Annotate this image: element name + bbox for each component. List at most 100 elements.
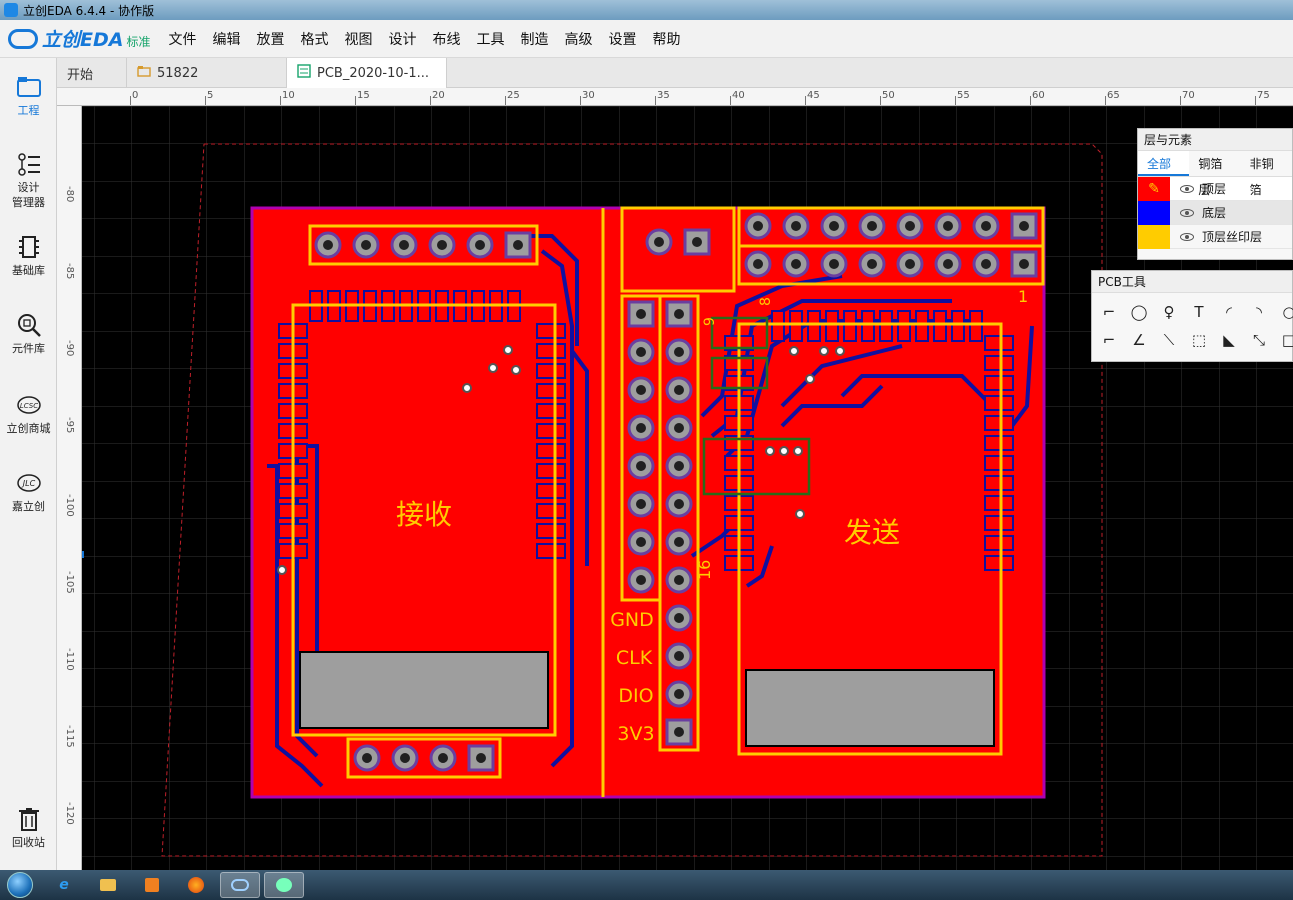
ruler-tick-label: -100: [64, 494, 75, 517]
pad-hole: [674, 613, 684, 623]
arc2-icon[interactable]: ◝: [1256, 303, 1262, 321]
layers-panel: 层与元素 全部层 铜箔层 非铜箔 ✎ 顶层 底层 顶层丝印层: [1137, 128, 1293, 260]
sidebar-item-recycle-bin[interactable]: 回收站: [0, 806, 57, 850]
menu-route[interactable]: 布线: [432, 31, 461, 48]
taskbar-eda[interactable]: [220, 872, 260, 898]
pcb-drawing[interactable]: 接收 发送 GND CLK DIO 3V3 16 1 9 8: [82, 106, 1293, 870]
sidebar-item-jlc[interactable]: JLC 嘉立创: [0, 470, 57, 514]
circle-icon[interactable]: ○: [1282, 303, 1293, 321]
svg-text:JLC: JLC: [20, 479, 35, 488]
arc-icon[interactable]: ◜: [1226, 303, 1232, 321]
ruler-tick: [1030, 96, 1031, 105]
menu-fabrication[interactable]: 制造: [520, 31, 549, 48]
ruler-tick: [580, 96, 581, 105]
ruler-tick-label: 35: [657, 90, 670, 101]
ruler-tick-label: 65: [1107, 90, 1120, 101]
pad-hole: [1019, 221, 1029, 231]
layer-color-swatch[interactable]: [1138, 224, 1170, 249]
ruler-tick-label: -105: [64, 571, 75, 594]
menu-help[interactable]: 帮助: [652, 31, 681, 48]
region-icon[interactable]: ⬚: [1191, 331, 1207, 349]
wire-icon[interactable]: ⌐: [1102, 303, 1116, 321]
pad-hole: [943, 259, 953, 269]
start-button[interactable]: [0, 870, 40, 900]
rect-icon[interactable]: □: [1281, 331, 1293, 349]
layer-row-top-silk[interactable]: 顶层丝印层: [1138, 224, 1292, 249]
sidebar-label: 元件库: [12, 342, 45, 355]
tab-non-copper-layers[interactable]: 非铜箔: [1249, 157, 1274, 197]
ruler-tick: [1105, 96, 1106, 105]
logo-name: 立创EDA: [42, 29, 124, 51]
ruler-tick-label: -90: [64, 340, 75, 357]
menu-file[interactable]: 文件: [168, 31, 197, 48]
taskbar-app[interactable]: [264, 872, 304, 898]
eye-icon[interactable]: [1180, 232, 1194, 241]
menu-edit[interactable]: 编辑: [212, 31, 241, 48]
taskbar-firefox[interactable]: [176, 872, 216, 898]
sidebar-item-lcsc-mall[interactable]: LCSC 立创商城: [0, 392, 57, 436]
left-sidebar: 工程 设计 管理器 基础库 元件库 LCSC 立创商城 JLC 嘉立创 回收站: [0, 58, 57, 870]
tab-pcb[interactable]: PCB_2020-10-1...: [287, 58, 447, 88]
layer-row-bottom[interactable]: 底层: [1138, 200, 1292, 225]
ie-icon: e: [59, 877, 69, 893]
menu-settings[interactable]: 设置: [608, 31, 637, 48]
pad-hole: [1019, 259, 1029, 269]
ruler-vertical[interactable]: -80-85-90-95-100-105-110-115-120: [57, 106, 82, 870]
menu-design[interactable]: 设计: [388, 31, 417, 48]
layer-color-swatch[interactable]: ✎: [1138, 176, 1170, 201]
dimension-icon[interactable]: ⌐: [1102, 331, 1116, 349]
ruler-tick-label: 0: [132, 90, 139, 101]
ruler-tick: [430, 96, 431, 105]
pcb-tools-panel: PCB工具 ⌐◯♀T◜◝○⌐∠⟍⬚◣⤡□: [1091, 270, 1293, 362]
ruler-tick: [130, 96, 131, 105]
menu-tools[interactable]: 工具: [476, 31, 505, 48]
pcb-canvas[interactable]: 接收 发送 GND CLK DIO 3V3 16 1 9 8: [82, 106, 1293, 870]
connect-icon[interactable]: ⟍: [1163, 331, 1175, 349]
square-pad[interactable]: [1010, 212, 1038, 240]
sidebar-item-basic-lib[interactable]: 基础库: [0, 234, 57, 278]
ruler-tick-label: 45: [807, 90, 820, 101]
pad-hole: [438, 753, 448, 763]
pin-number-1: 1: [1018, 287, 1028, 306]
tab-copper-layers[interactable]: 铜箔层: [1198, 157, 1223, 197]
eye-icon[interactable]: [1180, 184, 1194, 193]
menu-place[interactable]: 放置: [256, 31, 285, 48]
pad-hole: [674, 461, 684, 471]
tab-project[interactable]: 51822: [127, 58, 287, 88]
pad-hole: [674, 385, 684, 395]
pin-label-dio: DIO: [618, 685, 653, 707]
menu-view[interactable]: 视图: [344, 31, 373, 48]
search-chip-icon: [16, 312, 42, 338]
pad-hole: [981, 221, 991, 231]
jlc-icon: JLC: [16, 470, 42, 496]
taskbar-ie[interactable]: e: [44, 872, 84, 898]
pad-hole: [636, 347, 646, 357]
menu-advanced[interactable]: 高级: [564, 31, 593, 48]
taskbar-explorer[interactable]: [88, 872, 128, 898]
app-icon: [4, 3, 18, 17]
measure-icon[interactable]: ⤡: [1252, 331, 1265, 349]
via-icon[interactable]: ◯: [1130, 303, 1148, 321]
square-pad[interactable]: [1010, 250, 1038, 278]
pad-icon[interactable]: ♀: [1163, 303, 1175, 321]
menu-format[interactable]: 格式: [300, 31, 329, 48]
sidebar-item-project[interactable]: 工程: [0, 74, 57, 118]
eye-icon[interactable]: [1180, 208, 1194, 217]
explorer-icon: [100, 879, 116, 891]
ruler-tick: [1255, 96, 1256, 105]
text-icon[interactable]: T: [1194, 303, 1204, 321]
pad-hole: [867, 221, 877, 231]
angle-icon[interactable]: ∠: [1132, 331, 1146, 349]
tab-all-layers[interactable]: 全部层: [1138, 151, 1190, 197]
pad-hole: [791, 221, 801, 231]
layer-row-top[interactable]: ✎ 顶层: [1138, 176, 1292, 201]
sidebar-item-design-manager[interactable]: 设计 管理器: [0, 152, 57, 210]
tab-start[interactable]: 开始: [57, 58, 127, 88]
pin-label-gnd: GND: [610, 609, 654, 631]
layer-color-swatch[interactable]: [1138, 200, 1170, 225]
sidebar-item-component-lib[interactable]: 元件库: [0, 312, 57, 356]
taskbar-media[interactable]: [132, 872, 172, 898]
solid-region-icon[interactable]: ◣: [1223, 331, 1235, 349]
pin-label-3v3: 3V3: [617, 723, 654, 745]
